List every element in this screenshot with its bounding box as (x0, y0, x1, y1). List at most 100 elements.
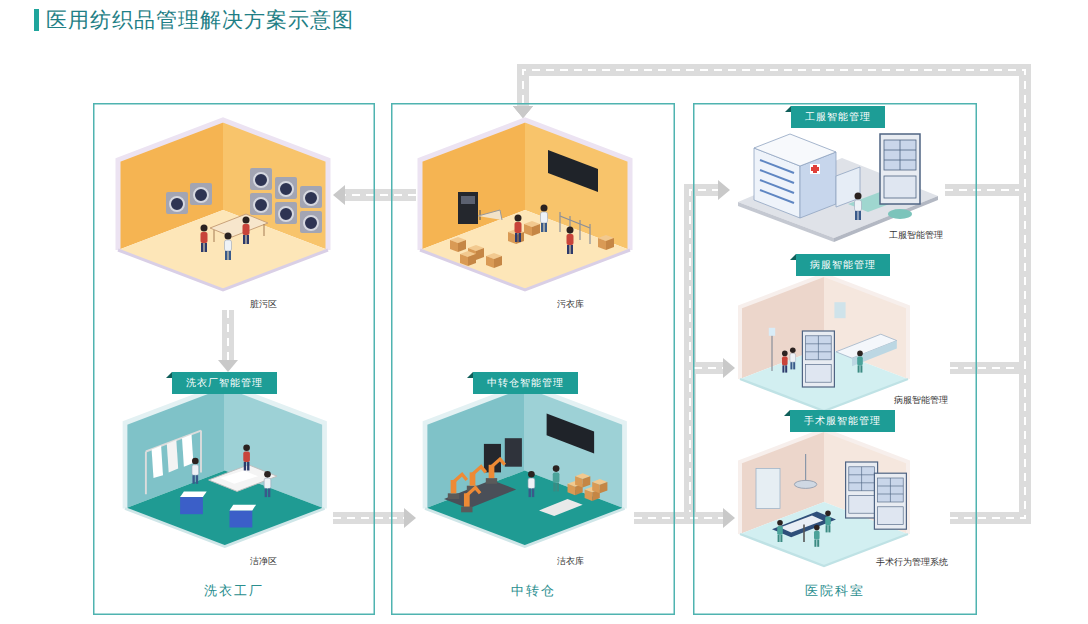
illustration-part-part (811, 167, 819, 171)
illustration-part-part (814, 525, 820, 547)
flow-road (634, 358, 735, 518)
illustration-part-part (250, 193, 272, 215)
illustration-part-part (230, 510, 253, 527)
illustration-part-part (547, 414, 595, 454)
illustration-part-part (888, 209, 912, 219)
illustration-part-part (760, 160, 794, 203)
area-label: 脏污区 (250, 298, 277, 310)
illustration-part-part (264, 471, 271, 497)
illustration-part-part (756, 468, 780, 508)
flow-road (634, 180, 730, 518)
illustration-part-part (201, 225, 208, 253)
road-arrowhead (723, 358, 735, 378)
road-body (333, 512, 404, 524)
illustration-part-part (857, 351, 863, 373)
area-label: 工服智能管理 (889, 229, 943, 241)
road-body (634, 190, 718, 518)
illustration-part-part (300, 211, 322, 233)
area-label: 手术行为管理系统 (876, 556, 948, 568)
zone-panel: 医院科室工服智能管理工服智能管理病服智能管理病服智能管理手术服智能管理手术行为管… (693, 103, 977, 615)
illustration-part-part (200, 431, 202, 473)
room-node: 脏污区 (115, 118, 333, 310)
illustration-part-part (539, 499, 583, 516)
illustration-part-part (220, 471, 258, 484)
illustration-part-part-part (579, 220, 580, 240)
module-banner: 洗衣厂智能管理 (172, 372, 277, 394)
flow-road (333, 185, 416, 205)
illustration-part-part (190, 183, 212, 205)
illustration-part-part (425, 471, 625, 547)
flow-road (218, 310, 238, 372)
illustration-part-part (461, 196, 475, 204)
illustration-part-part (790, 347, 796, 369)
illustration-part-part (805, 454, 806, 480)
road-dash (634, 190, 718, 518)
illustration-part-part (180, 491, 207, 497)
illustration-part-part (505, 438, 522, 467)
zone-panel: 中转仓污衣库中转仓智能管理洁衣库 (391, 103, 675, 615)
area-label: 病服智能管理 (894, 394, 948, 406)
illustration-part-part (754, 134, 836, 166)
road-dash (333, 517, 404, 519)
illustration-part-part (264, 224, 265, 236)
illustration-part-part (802, 331, 834, 387)
illustration-part-part (275, 177, 297, 199)
room-node: 病服智能管理病服智能管理 (735, 254, 950, 406)
illustration-part-part (777, 520, 783, 542)
illustration-part-part (118, 250, 328, 290)
module-banner: 病服智能管理 (796, 254, 890, 276)
illustration-part-part (524, 221, 540, 236)
illustration-part-part (118, 120, 328, 250)
illustration-part-part (420, 250, 630, 290)
illustration-part-part (874, 473, 906, 529)
illustration-part-part (230, 505, 257, 511)
area-label: 污衣库 (557, 298, 584, 310)
illustration-part-part (420, 120, 630, 250)
illustration-part-part (166, 192, 188, 214)
road-arrowhead (333, 185, 345, 205)
road-arrowhead (723, 508, 735, 528)
illustration-part-part (450, 237, 466, 252)
illustration-part-part (528, 471, 535, 497)
road-arrowhead (513, 106, 533, 118)
zone-label: 医院科室 (805, 582, 865, 600)
illustration-part-part (769, 328, 775, 336)
zone-label: 中转仓 (511, 582, 556, 600)
illustration-part-part (448, 474, 467, 499)
illustration-part-part (460, 251, 476, 266)
illustration-part-part (486, 459, 505, 484)
road-body (634, 368, 723, 518)
illustration-part-part (880, 134, 920, 204)
illustration-part-part (425, 509, 625, 547)
flow-road (634, 508, 735, 528)
area-label: 洁净区 (250, 555, 277, 567)
illustration-part-part (567, 227, 574, 255)
illustration-part-part (192, 458, 199, 484)
illustration-part-part (458, 192, 478, 224)
illustration-part-part (125, 509, 325, 547)
illustration-part-part (560, 212, 590, 244)
room-node: 工服智能管理工服智能管理 (730, 106, 945, 241)
illustration-part-part (300, 186, 322, 208)
road-dash (634, 517, 723, 519)
illustration-part-part (553, 465, 560, 491)
module-banner: 中转仓智能管理 (473, 372, 578, 394)
room-node: 手术服智能管理手术行为管理系统 (735, 410, 950, 568)
road-arrowhead (218, 360, 238, 372)
road-body (222, 310, 234, 360)
illustration-part (118, 120, 328, 290)
road-arrowhead (513, 106, 533, 118)
road-dash (345, 194, 416, 196)
illustration-part-part (420, 210, 630, 290)
illustration-part (425, 385, 625, 547)
illustration-part-part (461, 488, 480, 513)
illustration-part (34, 9, 39, 31)
illustration-part-part-part (589, 224, 590, 244)
illustration-part-part (855, 193, 862, 221)
illustration-part-part (825, 510, 831, 532)
room-node: 洗衣厂智能管理洁净区 (115, 372, 333, 567)
illustration-part-part (592, 479, 607, 493)
illustration-part (740, 430, 908, 566)
illustration-part-part (810, 164, 820, 174)
illustration-part-part (145, 452, 147, 495)
